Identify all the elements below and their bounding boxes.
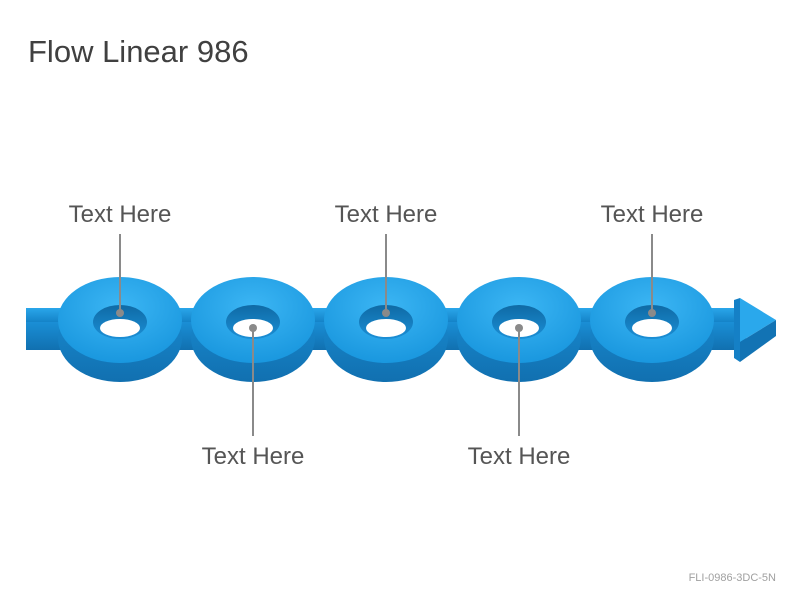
- callout-1: [116, 234, 124, 317]
- label-step-2: Text Here: [201, 443, 305, 470]
- callout-3: [382, 234, 390, 317]
- label-step-1: Text Here: [68, 201, 172, 228]
- ring-5: [590, 277, 714, 382]
- label-step-4: Text Here: [467, 443, 571, 470]
- page-title: Flow Linear 986: [28, 34, 249, 69]
- callout-5: [648, 234, 656, 317]
- callout-2: [249, 324, 257, 436]
- ring-1: [58, 277, 182, 382]
- ring-3: [324, 277, 448, 382]
- footer-code: FLI-0986-3DC-5N: [688, 572, 776, 584]
- arrow-head-icon: [734, 298, 776, 362]
- callout-4: [515, 324, 523, 436]
- label-step-3: Text Here: [334, 201, 438, 228]
- label-step-5: Text Here: [600, 201, 704, 228]
